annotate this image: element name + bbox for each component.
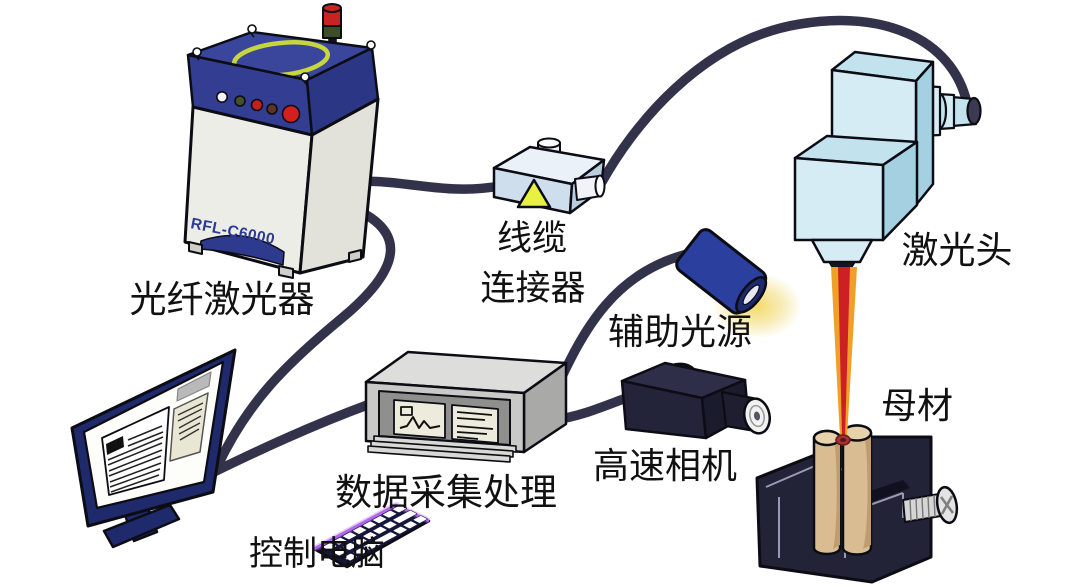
beam-inner: [838, 267, 850, 437]
daq-unit: [364, 350, 568, 463]
base-material-cylinders: [812, 424, 873, 556]
fiber-laser: RFL-C6000: [183, 3, 380, 279]
label-camera: 高速相机: [593, 446, 737, 487]
daq-tray-sheets: [367, 435, 517, 463]
button-emergency: [281, 104, 301, 124]
document-text-lines: [107, 425, 164, 493]
label-fiber-laser: 光纤激光器: [130, 278, 315, 321]
monitor: [70, 348, 237, 549]
cable-computer-to-daq: [207, 399, 375, 478]
laser-feet: [188, 241, 362, 279]
screen-side-panel: [169, 392, 209, 462]
lifting-eyelets: [192, 24, 376, 86]
keyboard: [312, 502, 431, 569]
clamp-screw: [902, 485, 959, 525]
label-cable-connector-line2: 连接器: [480, 269, 585, 309]
document-titlebar: [106, 436, 124, 455]
label-cable-connector-line1: 线缆: [497, 219, 567, 259]
label-aux-light: 辅助光源: [608, 312, 752, 353]
workpiece-vise: [755, 424, 959, 584]
waveform-screen: [393, 399, 446, 439]
label-laser-head: 激光头: [902, 229, 1013, 272]
head-nozzle: [810, 238, 874, 264]
camera-lens: [720, 390, 772, 435]
high-speed-camera: [620, 361, 772, 440]
daq-display: [393, 399, 499, 444]
laser-head: [793, 50, 982, 271]
connector-output-nub: [574, 174, 606, 201]
screen-gray-chip: [176, 371, 212, 402]
cable-connector-to-laser-head: [597, 15, 972, 187]
button-maroon: [266, 103, 278, 115]
text-labels: 光纤激光器 线缆 连接器 激光头 辅助光源 高速相机 数据采集处理 控制电脑 母…: [130, 219, 1013, 574]
control-buttons: [216, 91, 301, 124]
screen-document-panel: [101, 406, 170, 496]
laser-blue-swoosh: [199, 234, 285, 266]
aux-light-source: [675, 228, 802, 339]
head-upper-side: [914, 60, 935, 207]
screw-phillips-icon: [939, 495, 955, 515]
waveform-box-icon: [400, 406, 413, 416]
warning-triangle-icon: [516, 178, 552, 209]
button-green: [234, 95, 246, 107]
label-daq: 数据采集处理: [335, 471, 557, 514]
text-screen-lines: [456, 411, 494, 440]
control-computer: [70, 348, 431, 569]
button-white: [216, 91, 229, 104]
head-lower-front: [793, 156, 885, 242]
waveform-icon: [399, 416, 441, 429]
button-red: [250, 98, 264, 112]
keyboard-keys: [322, 504, 428, 562]
laser-body-side: [298, 97, 380, 275]
label-base-material: 母材: [881, 386, 953, 427]
cable-laser-to-computer: [213, 198, 396, 470]
monitor-base: [102, 503, 181, 549]
cable-connector: [492, 137, 606, 215]
label-computer: 控制电脑: [249, 534, 385, 574]
laser-beam: [831, 267, 857, 446]
